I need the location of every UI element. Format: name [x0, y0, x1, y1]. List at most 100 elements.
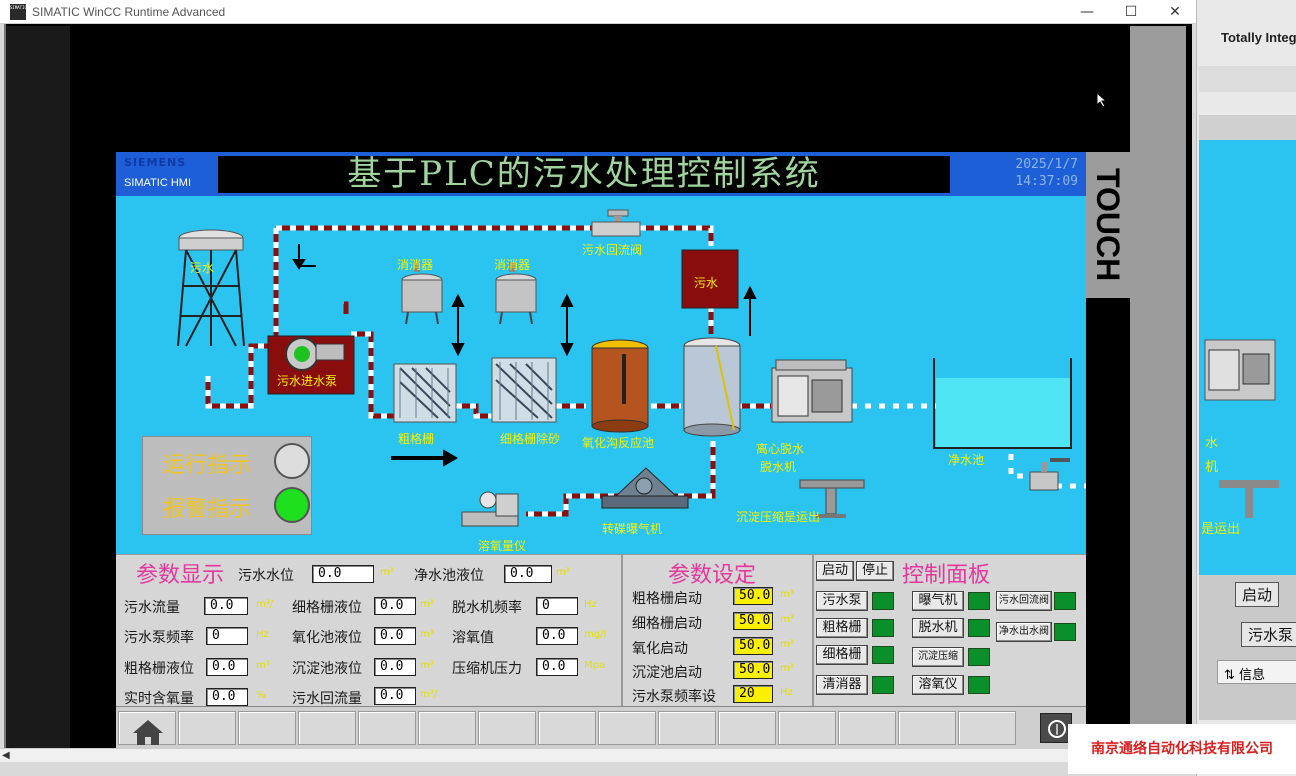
label-fine-grid: 细格栅除砂: [500, 432, 561, 446]
settings-title: 参数设定: [668, 563, 757, 588]
disinfector-2-icon: [495, 262, 537, 325]
bg-toolbar: [1199, 66, 1296, 92]
bg-start-button[interactable]: 启动: [1235, 582, 1280, 607]
mouse-cursor-icon: [1096, 92, 1108, 108]
input-coarse-start[interactable]: 50.0: [733, 587, 773, 605]
nav-slot-11[interactable]: [718, 711, 776, 745]
title-box: 基于PLC的污水处理控制系统: [218, 156, 950, 193]
input-pump-freq-set[interactable]: 20: [733, 685, 773, 703]
input-fine-start[interactable]: 50.0: [733, 612, 773, 630]
bg-label-machine: 机: [1205, 460, 1219, 475]
minimize-button[interactable]: —: [1080, 4, 1094, 20]
bg-tab-info[interactable]: ⇅ 信息: [1217, 660, 1296, 684]
unit-fine-start: m³: [780, 614, 794, 625]
unit-coarse-start: m³: [780, 589, 794, 600]
label-oxidation: 氧化沟反应池: [582, 436, 655, 450]
btn-fine-grid[interactable]: 细格栅: [816, 645, 868, 665]
stop-button[interactable]: 停止: [856, 561, 894, 581]
led-outlet-valve: [1054, 623, 1076, 641]
led-fine-grid: [872, 646, 894, 664]
unit-sediment-start: m³: [780, 663, 794, 674]
bg-pump-button[interactable]: 污水泵: [1241, 622, 1296, 647]
btn-outlet-valve[interactable]: 净水出水阀: [996, 622, 1052, 642]
nav-slot-3[interactable]: [238, 711, 296, 745]
label-disinfector-2: 消消器: [494, 258, 531, 272]
nav-slot-10[interactable]: [658, 711, 716, 745]
nav-slot-14[interactable]: [898, 711, 956, 745]
label-compress: 沉淀压缩是运出: [736, 510, 821, 524]
label-pump-freq: 污水泵频率: [124, 630, 194, 646]
value-do: 0.0: [536, 627, 578, 645]
nav-slot-9[interactable]: [598, 711, 656, 745]
nav-slot-12[interactable]: [778, 711, 836, 745]
scroll-left-icon[interactable]: ◀: [2, 750, 10, 761]
label-clean-pool-level: 净水池液位: [414, 568, 484, 584]
label-sewage-tank: 污水: [694, 276, 719, 290]
led-sediment-compress: [968, 648, 990, 666]
unit-clean-pool-level: m³: [556, 567, 570, 578]
label-coarse-start: 粗格栅启动: [632, 591, 702, 607]
nav-home-button[interactable]: [118, 711, 176, 745]
window-title: SIMATIC WinCC Runtime Advanced: [32, 4, 226, 19]
water-tower-icon: [177, 229, 245, 347]
simatic-hmi-label: SIMATIC HMI: [124, 177, 192, 189]
led-aerator: [968, 592, 990, 610]
info-icon: ⇅: [1224, 668, 1235, 683]
btn-coarse-grid[interactable]: 粗格栅: [816, 618, 868, 638]
nav-slot-15[interactable]: [958, 711, 1016, 745]
led-dewater: [968, 619, 990, 637]
maximize-button[interactable]: ☐: [1124, 4, 1138, 20]
outlet-valve-icon: [1029, 458, 1070, 491]
nav-slot-5[interactable]: [358, 711, 416, 745]
nav-slot-8[interactable]: [538, 711, 596, 745]
company-watermark: 南京通络自动化科技有限公司: [1068, 724, 1296, 774]
nav-slot-6[interactable]: [418, 711, 476, 745]
page-title: 基于PLC的污水处理控制系统: [347, 156, 821, 193]
touch-side-panel: [1086, 298, 1130, 748]
led-return-valve: [1054, 592, 1076, 610]
nav-slot-2[interactable]: [178, 711, 236, 745]
process-diagram: [177, 209, 1086, 527]
nav-slot-13[interactable]: [838, 711, 896, 745]
label-sewage-flow: 污水流量: [124, 600, 180, 616]
value-dewater-freq: 0: [536, 597, 578, 615]
compressor-icon: [799, 479, 865, 518]
value-sediment-level: 0.0: [374, 658, 416, 676]
btn-sediment-compress[interactable]: 沉淀压缩: [912, 647, 964, 667]
btn-sewage-pump[interactable]: 污水泵: [816, 591, 868, 611]
input-sediment-start[interactable]: 50.0: [733, 661, 773, 679]
coarse-grid-icon: [393, 363, 457, 423]
label-coarse-grid: 粗格栅: [398, 432, 435, 446]
btn-do-meter[interactable]: 溶氧仪: [912, 675, 964, 695]
btn-dewater[interactable]: 脱水机: [912, 618, 964, 638]
nav-slot-4[interactable]: [298, 711, 356, 745]
nav-bar: |: [116, 706, 1086, 748]
unit-sediment-level: m³: [420, 660, 434, 671]
value-sewage-level: 0.0: [312, 565, 374, 583]
value-pump-freq: 0: [206, 627, 248, 645]
btn-aerator[interactable]: 曝气机: [912, 591, 964, 611]
unit-coarse-grid-level: m³: [256, 660, 270, 671]
label-sediment-start: 沉淀池启动: [632, 665, 702, 681]
divider-2: [812, 555, 814, 707]
time-readout: 14:37:09: [1015, 174, 1078, 189]
sedimentation-tank-icon: [683, 337, 741, 437]
background-window[interactable]: Totally Integ 水 机 是运出 启动 污水泵 ⇅ 信息: [1196, 0, 1296, 776]
label-coarse-grid-level: 粗格栅液位: [124, 661, 194, 677]
btn-return-valve[interactable]: 污水回流阀: [996, 591, 1052, 611]
label-aerator: 转碟曝气机: [602, 522, 663, 536]
start-button[interactable]: 启动: [816, 561, 854, 581]
nav-slot-7[interactable]: [478, 711, 536, 745]
horizontal-scrollbar[interactable]: ◀: [0, 748, 1196, 762]
input-oxidation-start[interactable]: 50.0: [733, 637, 773, 655]
label-fine-grid-level: 细格栅液位: [292, 600, 362, 616]
close-button[interactable]: ✕: [1169, 4, 1181, 20]
siemens-logo: SIEMENS: [124, 156, 187, 169]
label-disinfector-1: 消消器: [397, 258, 434, 272]
do-meter-icon: [461, 491, 519, 527]
value-sewage-flow: 0.0: [204, 597, 248, 615]
display-title: 参数显示: [136, 563, 225, 588]
label-oxidation-start: 氧化启动: [632, 641, 688, 657]
btn-disinfector[interactable]: 清消器: [816, 675, 868, 695]
